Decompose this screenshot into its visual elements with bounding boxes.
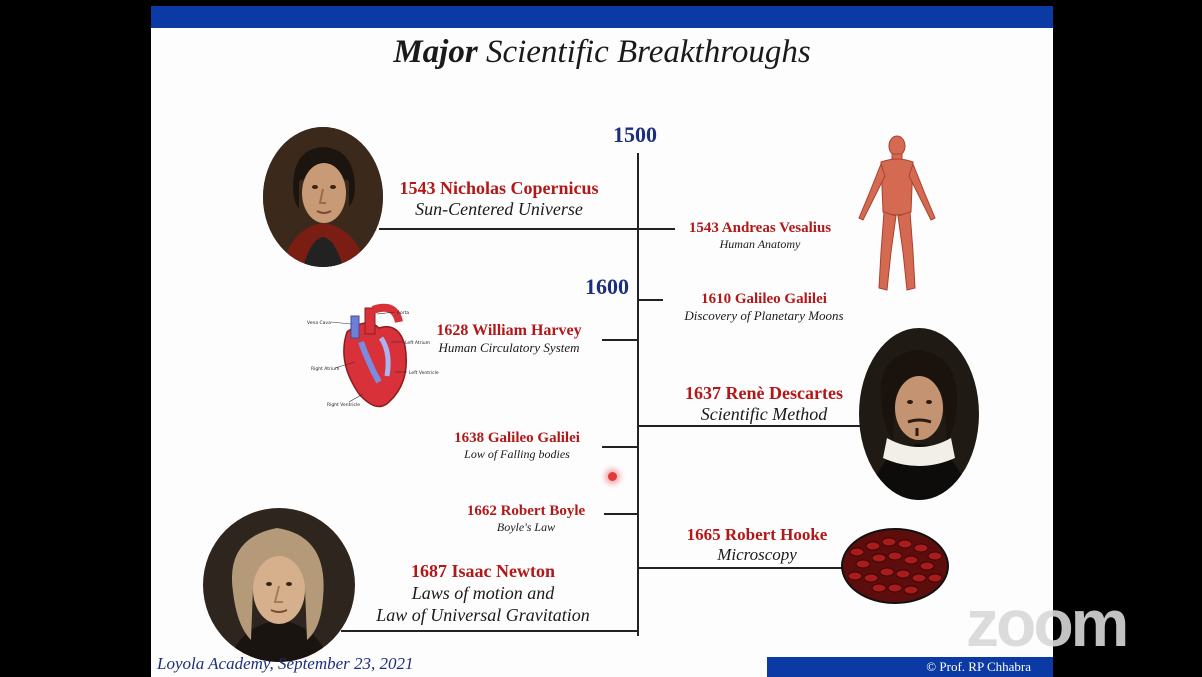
- connector-hooke: [639, 567, 844, 569]
- connector-copernicus: [379, 228, 637, 230]
- zoom-watermark-logo: zoom: [966, 585, 1126, 661]
- year-label-1500: 1500: [613, 122, 657, 148]
- event-name: 1628 William Harvey: [419, 322, 599, 340]
- event-boyle: 1662 Robert Boyle Boyle's Law: [451, 503, 601, 535]
- event-description: Law of Universal Gravitation: [351, 604, 615, 626]
- event-galileo-1638: 1638 Galileo Galilei Low of Falling bodi…: [437, 430, 597, 462]
- event-description: Sun-Centered Universe: [377, 199, 621, 220]
- event-description: Laws of motion and: [351, 582, 615, 604]
- event-harvey: 1628 William Harvey Human Circulatory Sy…: [419, 322, 599, 356]
- heart-label-left-atrium: Left Atrium: [405, 340, 430, 346]
- connector-descartes: [639, 425, 861, 427]
- heart-label-right-atrium: Right Atrium: [311, 366, 339, 372]
- event-descartes: 1637 Renè Descartes Scientific Method: [669, 383, 859, 425]
- event-name: 1543 Nicholas Copernicus: [377, 178, 621, 199]
- event-galileo-1610: 1610 Galileo Galilei Discovery of Planet…: [659, 291, 869, 324]
- heart-label-right-ventricle: Right Ventricle: [327, 402, 360, 408]
- copernicus-portrait: [263, 127, 383, 267]
- event-newton: 1687 Isaac Newton Laws of motion and Law…: [351, 561, 615, 626]
- event-description: Human Circulatory System: [419, 340, 599, 356]
- footer-event-info: Loyola Academy, September 23, 2021: [157, 654, 414, 674]
- event-description: Discovery of Planetary Moons: [659, 308, 869, 324]
- laser-pointer-dot: [608, 472, 617, 481]
- event-name: 1637 Renè Descartes: [669, 383, 859, 404]
- event-hooke: 1665 Robert Hooke Microscopy: [665, 525, 849, 565]
- connector-galileo-1638: [602, 446, 637, 448]
- event-name: 1638 Galileo Galilei: [437, 430, 597, 447]
- descartes-portrait: [859, 328, 979, 500]
- event-description: Scientific Method: [669, 404, 859, 425]
- heart-diagram-image: Vena Cava Aorta Left Atrium Right Atrium…: [307, 302, 443, 420]
- year-label-1600: 1600: [585, 274, 629, 300]
- event-name: 1662 Robert Boyle: [451, 503, 601, 520]
- event-copernicus: 1543 Nicholas Copernicus Sun-Centered Un…: [377, 178, 621, 220]
- slide-top-bar: [151, 6, 1053, 28]
- event-description: Microscopy: [665, 545, 849, 565]
- heart-label-aorta: Aorta: [397, 310, 409, 316]
- connector-newton: [341, 630, 637, 632]
- newton-portrait: [203, 508, 355, 662]
- event-name: 1543 Andreas Vesalius: [667, 220, 853, 237]
- slide-title: Major Scientific Breakthroughs: [151, 34, 1053, 71]
- event-name: 1610 Galileo Galilei: [659, 291, 869, 308]
- event-description: Human Anatomy: [667, 237, 853, 252]
- timeline-axis: [637, 153, 639, 636]
- event-description: Low of Falling bodies: [437, 447, 597, 462]
- event-name: 1687 Isaac Newton: [351, 561, 615, 582]
- event-description: Boyle's Law: [451, 520, 601, 535]
- heart-label-vena-cava: Vena Cava: [307, 320, 331, 326]
- heart-label-left-ventricle: Left Ventricle: [409, 370, 439, 376]
- anatomy-figure-image: [851, 134, 943, 294]
- microscopy-cells-image: [841, 528, 949, 604]
- connector-boyle: [604, 513, 637, 515]
- presentation-slide: Major Scientific Breakthroughs 1500 1600…: [151, 6, 1053, 677]
- event-name: 1665 Robert Hooke: [665, 525, 849, 545]
- event-vesalius: 1543 Andreas Vesalius Human Anatomy: [667, 220, 853, 252]
- connector-harvey: [602, 339, 637, 341]
